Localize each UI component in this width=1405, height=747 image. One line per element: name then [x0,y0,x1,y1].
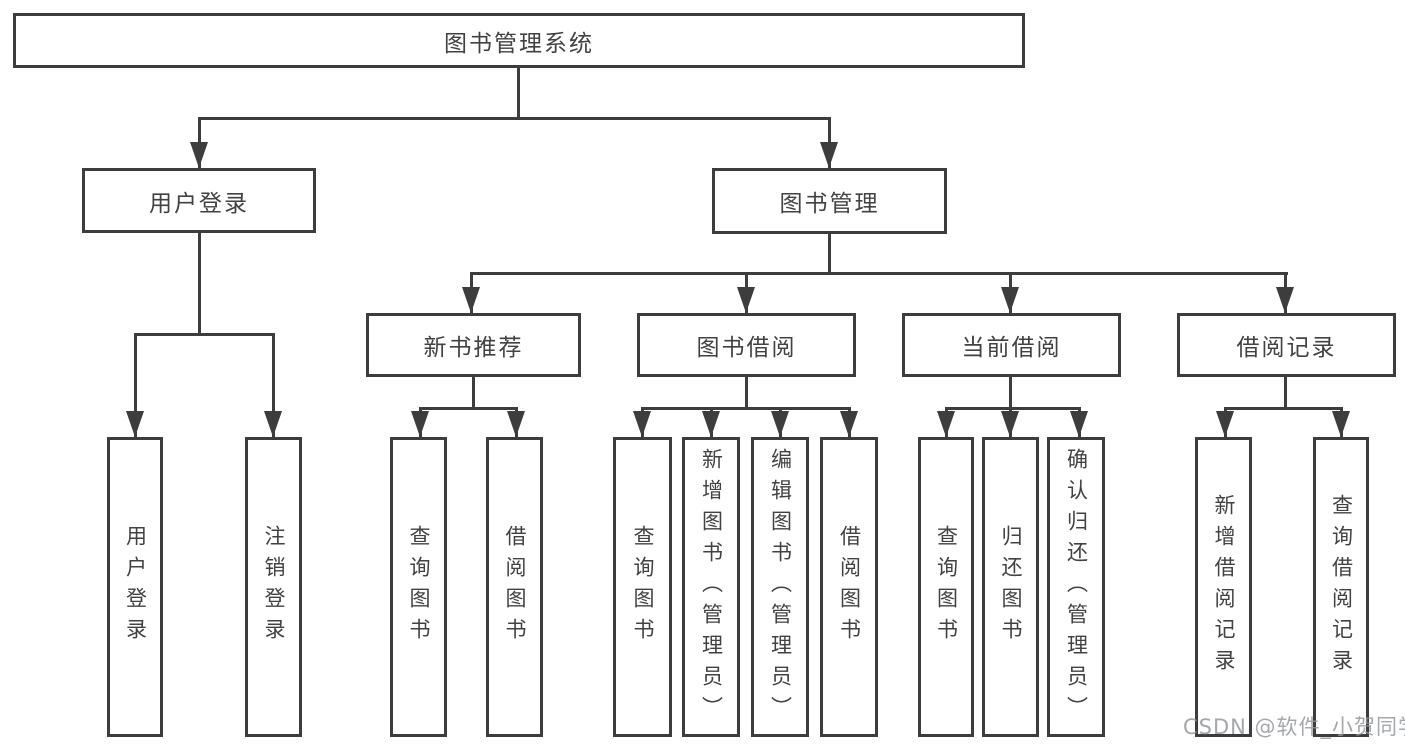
leaf-current-query-book: 查询图书 [918,437,974,737]
node-label: 查询图书 [631,525,655,649]
node-book-borrow: 图书借阅 [637,313,856,377]
arrow-down-icon [771,411,789,437]
arrow-down-icon [507,411,525,437]
node-label: 图书管理系统 [444,30,594,57]
node-label: 归还图书 [999,525,1023,649]
connector-line [828,234,831,275]
connector-line [419,407,518,410]
connector-line [745,377,748,410]
node-label: 新增图书（管理员） [699,447,724,727]
arrow-down-icon [411,411,429,437]
connector-line [1284,377,1287,410]
leaf-query-borrow-record: 查询借阅记录 [1313,437,1369,737]
node-label: 确认归还（管理员） [1064,447,1089,727]
node-label: 借阅图书 [503,525,527,649]
arrow-down-icon [737,287,755,313]
arrow-down-icon [820,142,838,168]
leaf-recommend-borrow-book: 借阅图书 [486,437,543,737]
arrow-down-icon [190,142,208,168]
arrow-down-icon [702,411,720,437]
leaf-return-book: 归还图书 [982,437,1039,737]
node-label: 查询图书 [934,525,959,649]
node-label: 查询借阅记录 [1329,494,1354,680]
leaf-add-borrow-record: 新增借阅记录 [1195,437,1252,737]
connector-line [272,333,275,437]
leaf-borrow-book: 借阅图书 [820,437,878,737]
node-label: 用户登录 [123,525,148,649]
arrow-down-icon [1001,411,1019,437]
connector-line [1224,407,1343,410]
connector-line [641,407,851,410]
node-label: 编辑图书（管理员） [768,447,793,727]
node-label: 新增借阅记录 [1212,494,1236,680]
leaf-add-book-admin: 新增图书（管理员） [682,437,740,737]
node-current-borrow: 当前借阅 [902,313,1121,377]
leaf-borrow-query-book: 查询图书 [613,437,672,737]
arrow-down-icon [1332,411,1350,437]
node-label: 图书管理 [779,191,880,217]
node-label: 图书借阅 [696,335,797,361]
connector-line [517,68,520,118]
node-label: 查询图书 [407,525,431,649]
node-root-system: 图书管理系统 [13,13,1025,68]
connector-line [470,272,1288,275]
connector-line [945,407,1081,410]
node-label: 注销登录 [262,525,286,649]
arrow-down-icon [1276,287,1294,313]
arrow-down-icon [1216,411,1234,437]
leaf-user-login: 用户登录 [107,437,163,737]
node-label: 用户登录 [149,190,249,217]
csdn-watermark: CSDN @软件_小贺同学 [1183,715,1405,739]
connector-line [198,233,201,336]
node-user-login: 用户登录 [82,168,316,233]
node-book-management: 图书管理 [712,168,947,234]
node-label: 借阅记录 [1236,335,1337,361]
arrow-down-icon [462,287,480,313]
leaf-recommend-query-book: 查询图书 [390,437,447,737]
leaf-edit-book-admin: 编辑图书（管理员） [751,437,809,737]
node-borrow-records: 借阅记录 [1177,313,1396,377]
node-label: 借阅图书 [837,525,862,649]
leaf-confirm-return-admin: 确认归还（管理员） [1047,437,1105,737]
connector-line [1009,377,1012,410]
arrow-down-icon [1070,411,1088,437]
arrow-down-icon [840,411,858,437]
leaf-logout: 注销登录 [245,437,302,737]
connector-line [198,117,831,120]
arrow-down-icon [633,411,651,437]
connector-line [134,333,275,336]
node-label: 当前借阅 [961,335,1062,361]
arrow-down-icon [937,411,955,437]
connector-line [134,333,137,437]
node-label: 新书推荐 [423,335,524,361]
connector-line [472,377,475,410]
arrow-down-icon [264,411,282,437]
arrow-down-icon [126,411,144,437]
node-new-book-recommend: 新书推荐 [366,313,581,377]
arrow-down-icon [1001,287,1019,313]
